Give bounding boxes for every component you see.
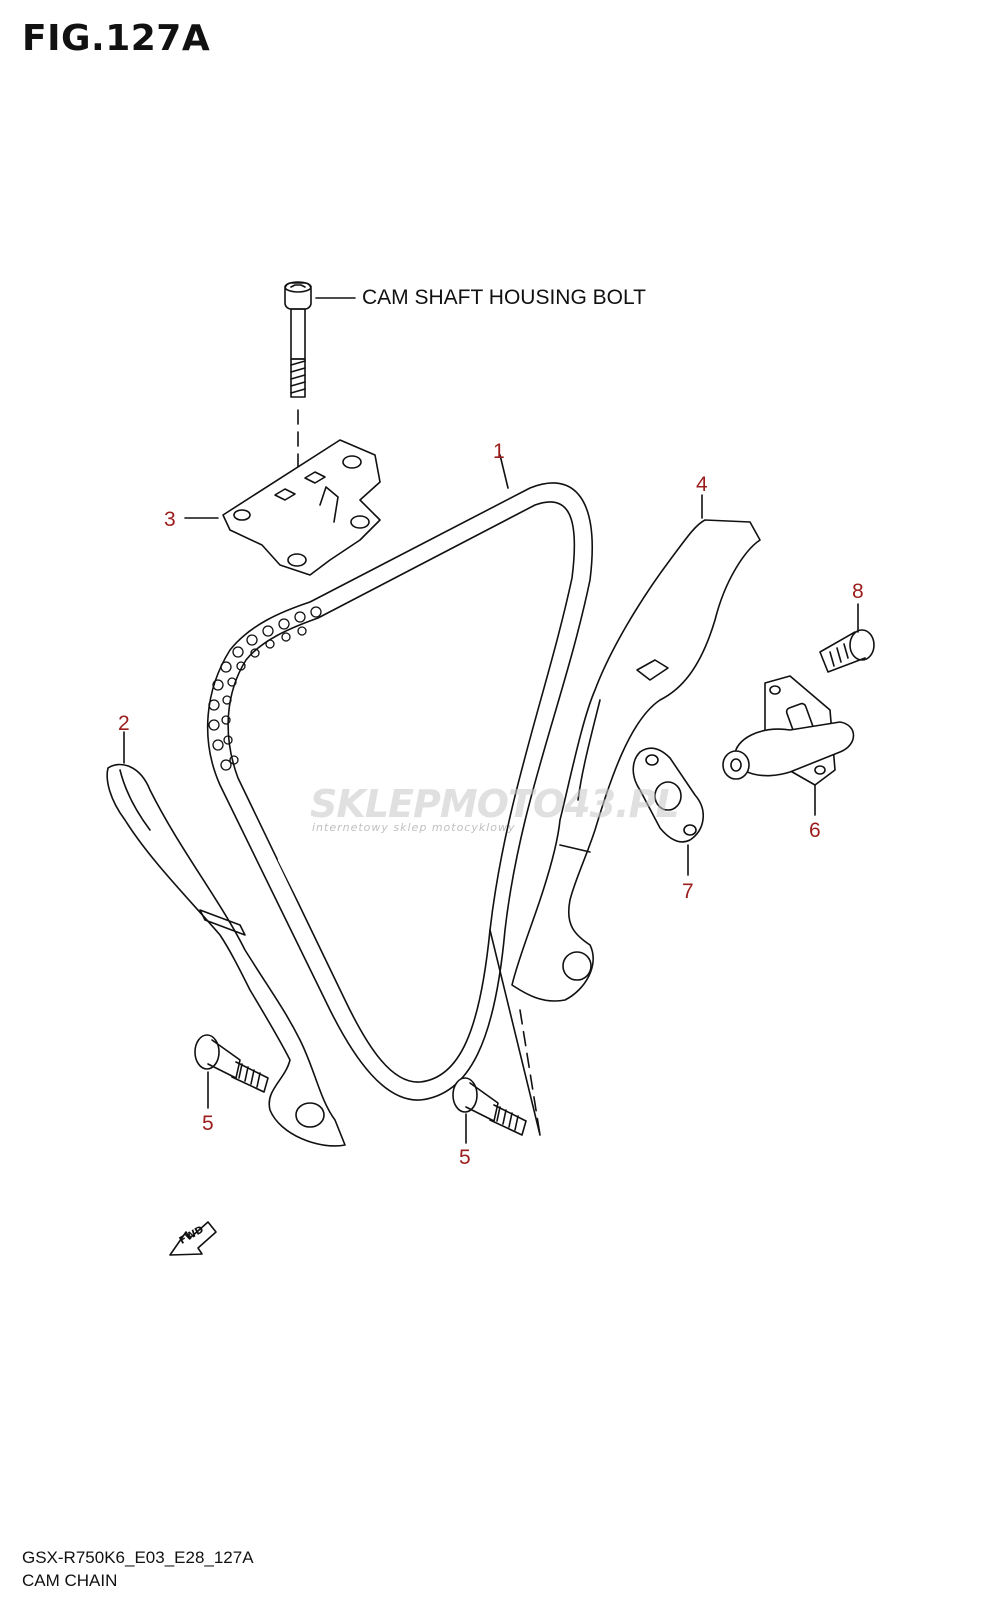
fwd-arrow-icon [169,1221,217,1256]
cam-chain-guide-no2 [106,731,346,1147]
footer-model-code: GSX-R750K6_E03_E28_127A [22,1548,254,1567]
part-number-2[interactable]: 2 [118,712,130,735]
figure-title: FIG.127A [22,18,211,59]
cam-chain [206,454,593,1101]
tensioner-bolt [819,603,875,673]
part-number-5-right[interactable]: 5 [459,1146,471,1169]
part-number-4[interactable]: 4 [696,473,708,496]
part-number-8[interactable]: 8 [852,580,864,603]
tensioner-gasket [632,747,704,876]
camshaft-holder [184,439,381,576]
footer-description: CAM CHAIN [22,1571,118,1590]
callout-cam-shaft-housing-bolt: CAM SHAFT HOUSING BOLT [362,286,646,309]
cam-shaft-housing-bolt [284,281,356,561]
guide-bolt-left [194,1034,269,1109]
part-number-6[interactable]: 6 [809,819,821,842]
guide-bolt-right [452,1077,527,1144]
part-number-1[interactable]: 1 [493,440,505,463]
watermark-logo: SKLEPMOTO43.PL [310,782,680,826]
part-number-5-left[interactable]: 5 [202,1112,214,1135]
watermark-tagline: internetowy sklep motocyklowy [312,821,516,834]
cam-chain-tensioner-adjuster [722,675,855,816]
part-number-7[interactable]: 7 [682,880,694,903]
cam-chain-tensioner-guide [489,494,761,1136]
part-number-3[interactable]: 3 [164,508,176,531]
